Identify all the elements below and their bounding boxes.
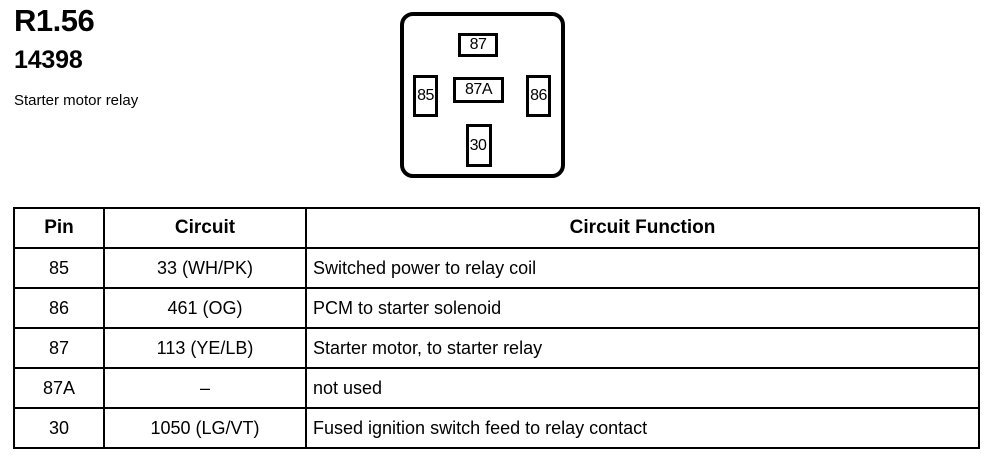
pin-assignment-table: Pin Circuit Circuit Function 85 33 (WH/P… (13, 207, 980, 449)
cell-function: not used (305, 367, 980, 409)
table-row: 30 1050 (LG/VT) Fused ignition switch fe… (13, 407, 980, 449)
cell-function: PCM to starter solenoid (305, 287, 980, 329)
table-header-row: Pin Circuit Circuit Function (13, 207, 980, 249)
relay-description: Starter motor relay (14, 92, 139, 109)
table-row: 87A – not used (13, 367, 980, 409)
cell-pin: 87 (13, 327, 105, 369)
cell-circuit: 113 (YE/LB) (103, 327, 307, 369)
terminal-87a-label: 87A (465, 81, 492, 98)
table-row: 85 33 (WH/PK) Switched power to relay co… (13, 247, 980, 289)
terminal-86: 86 (526, 75, 551, 117)
cell-function: Starter motor, to starter relay (305, 327, 980, 369)
terminal-87: 87 (458, 33, 498, 57)
table-row: 86 461 (OG) PCM to starter solenoid (13, 287, 980, 329)
relay-terminal-footprint: 87 85 87A 86 30 (400, 12, 565, 178)
terminal-30-label: 30 (469, 136, 487, 154)
cell-pin: 30 (13, 407, 105, 449)
header-block: R1.56 14398 Starter motor relay (14, 2, 344, 111)
column-header-circuit-function: Circuit Function (305, 207, 980, 249)
cell-circuit: 33 (WH/PK) (103, 247, 307, 289)
cell-circuit: – (103, 367, 307, 409)
cell-function: Fused ignition switch feed to relay cont… (305, 407, 980, 449)
relay-id: R1.56 (14, 3, 95, 38)
cell-pin: 87A (13, 367, 105, 409)
column-header-circuit: Circuit (103, 207, 307, 249)
terminal-85: 85 (413, 75, 438, 117)
terminal-86-label: 86 (530, 87, 547, 104)
terminal-85-label: 85 (417, 87, 434, 104)
cell-function: Switched power to relay coil (305, 247, 980, 289)
terminal-30: 30 (466, 124, 492, 167)
table-row: 87 113 (YE/LB) Starter motor, to starter… (13, 327, 980, 369)
terminal-87-label: 87 (469, 36, 487, 53)
part-number: 14398 (14, 46, 83, 74)
cell-pin: 86 (13, 287, 105, 329)
cell-pin: 85 (13, 247, 105, 289)
column-header-pin: Pin (13, 207, 105, 249)
cell-circuit: 461 (OG) (103, 287, 307, 329)
cell-circuit: 1050 (LG/VT) (103, 407, 307, 449)
terminal-87a: 87A (453, 77, 504, 103)
